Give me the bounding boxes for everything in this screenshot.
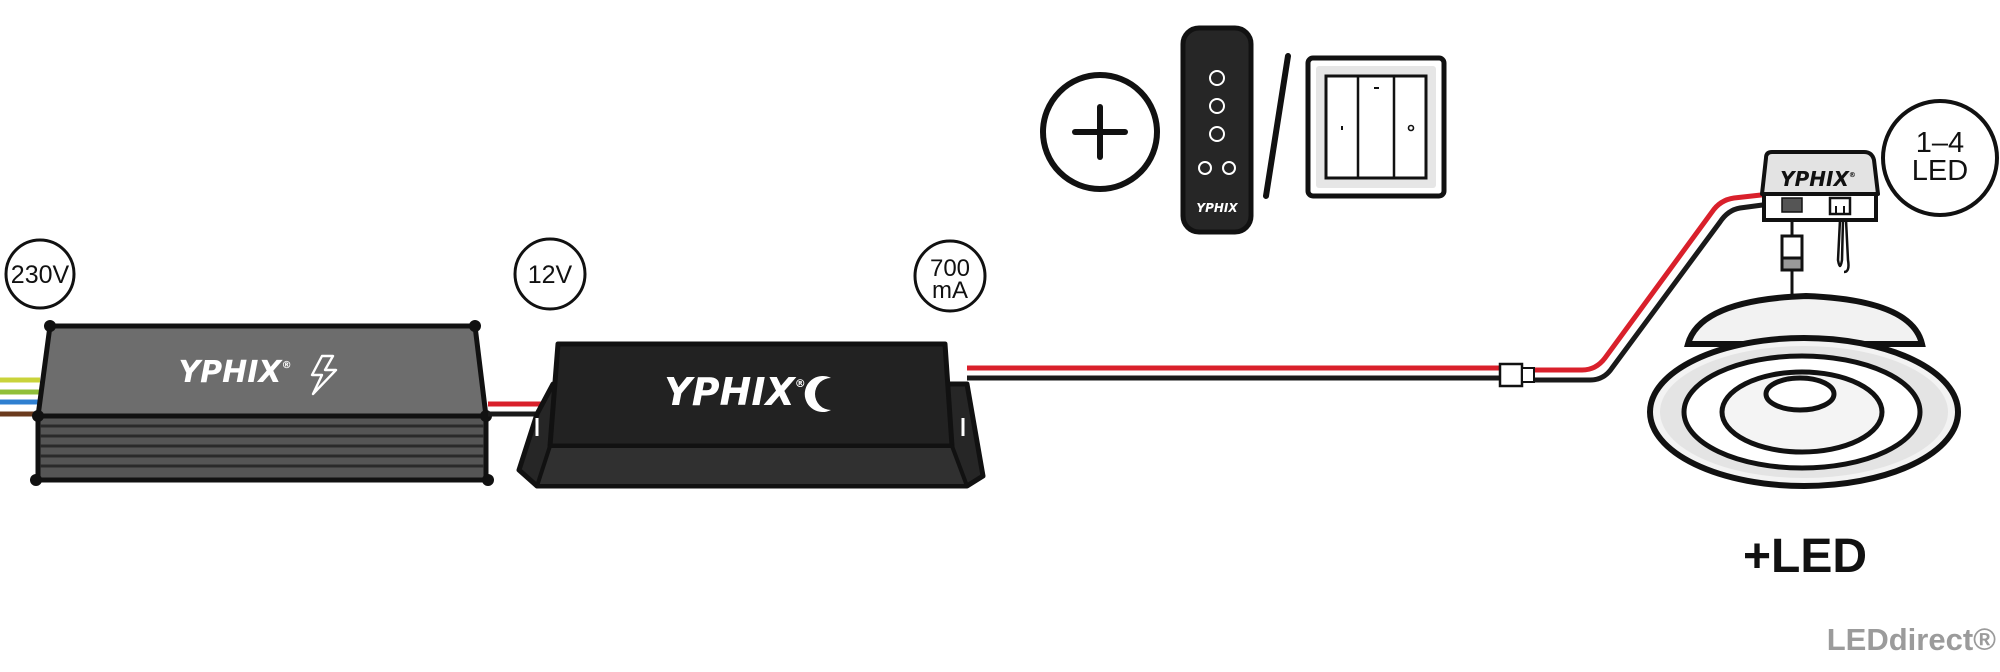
leddirect-logo: LEDdirect® [1827, 622, 1996, 657]
wall-switch [1305, 55, 1447, 199]
led-count-range: 1–4 [1916, 127, 1964, 159]
plus-badge [1040, 72, 1160, 192]
cable-connector [1498, 362, 1524, 388]
led-count-badge: 1–4 LED [1881, 99, 1999, 217]
mains-wires [0, 377, 40, 417]
voltage-230-label: 230V [11, 261, 70, 289]
plus-icon [1072, 104, 1128, 160]
remote-brand-logo: YPHIX [1196, 201, 1238, 215]
led-module: YPHIX® [1760, 150, 1880, 296]
power-supply: YPHIX® [30, 320, 494, 486]
plus-led-label: +LED [1743, 530, 1867, 583]
current-700ma-badge: 700 mA [913, 239, 987, 313]
driver-brand-logo: YPHIX® [664, 370, 806, 414]
led-count-unit: LED [1912, 155, 1968, 187]
lightning-icon [310, 354, 338, 396]
remote-buttons [1198, 70, 1236, 175]
or-separator [1263, 53, 1291, 199]
psu-fins [40, 424, 484, 468]
led-driver: YPHIX® [516, 341, 986, 489]
voltage-12-label: 12V [528, 261, 573, 289]
moon-icon [804, 376, 831, 412]
voltage-230-badge: 230V [4, 238, 76, 310]
output-cable [967, 191, 1771, 388]
current-value-label: 700 [930, 255, 970, 282]
led-downlight [1647, 292, 1961, 489]
remote-control: YPHIX [1180, 25, 1254, 235]
module-brand-logo: YPHIX® [1780, 167, 1856, 191]
psu-brand-logo: YPHIX® [178, 355, 291, 390]
current-unit-label: mA [932, 277, 968, 304]
voltage-12-badge: 12V [513, 237, 587, 311]
